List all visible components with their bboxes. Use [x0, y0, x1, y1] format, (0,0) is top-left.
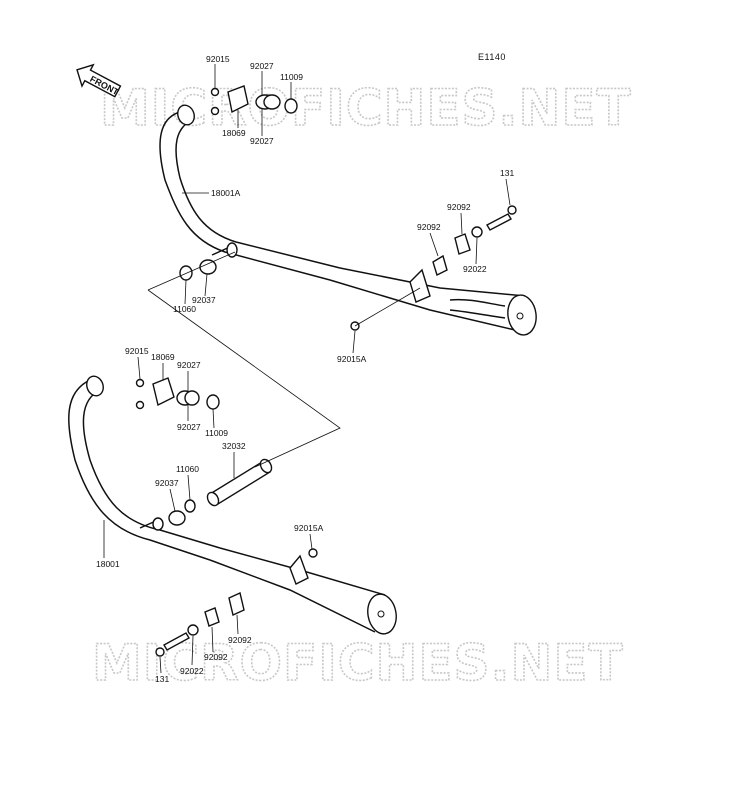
label-131-upper: 131 — [500, 168, 514, 178]
upper-small-parts — [179, 85, 517, 331]
rubber-92092-d — [204, 607, 220, 627]
label-92037-lower: 92037 — [155, 478, 179, 488]
label-18069-upper: 18069 — [222, 128, 246, 138]
bolt-131 — [486, 213, 512, 231]
label-92037-upper: 92037 — [192, 295, 216, 305]
rubber-92092-c — [228, 592, 245, 616]
nut-92015-a — [210, 87, 220, 97]
lower-small-parts — [135, 377, 318, 657]
label-18069-lower: 18069 — [151, 352, 175, 362]
collar-92027-d — [184, 390, 200, 406]
bolt-131-b — [163, 632, 190, 651]
label-11009-upper: 11009 — [280, 72, 303, 82]
label-92092-lower-a: 92092 — [228, 635, 252, 645]
label-92015-upper: 92015 — [206, 54, 230, 64]
label-92092-upper-a: 92092 — [447, 202, 471, 212]
label-92022-lower: 92022 — [180, 666, 204, 676]
flange-18069 — [227, 85, 249, 114]
label-92015-lower: 92015 — [125, 346, 149, 356]
label-92027-upper-a: 92027 — [250, 61, 274, 71]
rubber-92092-a — [432, 254, 448, 276]
rubber-92092-b — [454, 233, 471, 255]
label-92027-lower-a: 92027 — [177, 360, 201, 370]
label-32032: 32032 — [222, 441, 246, 451]
label-131-lower: 131 — [155, 674, 169, 684]
gasket-11009 — [284, 98, 298, 114]
nut-92015A-b — [308, 548, 318, 558]
label-92022-upper: 92022 — [463, 264, 487, 274]
collar-92027-b — [263, 94, 281, 110]
label-18001: 18001 — [96, 559, 120, 569]
clamp-92037-b — [168, 510, 186, 526]
gasket-11009-b — [206, 394, 220, 410]
nut-92015-c — [135, 378, 145, 388]
washer-92022 — [471, 226, 483, 238]
label-18001A: 18001A — [211, 188, 241, 198]
washer-92022-b — [187, 624, 199, 636]
label-92015A-lower: 92015A — [294, 523, 324, 533]
label-92092-lower-b: 92092 — [204, 652, 228, 662]
nut-92015-b — [210, 106, 220, 116]
label-11060-upper: 11060 — [173, 304, 196, 314]
label-92027-lower-b: 92027 — [177, 422, 201, 432]
flange-18069-b — [152, 377, 175, 407]
diagram-code: E1140 — [478, 52, 506, 62]
clamp-92037 — [199, 259, 217, 275]
label-11009-lower: 11009 — [205, 428, 228, 438]
gasket-11060-b — [184, 499, 196, 513]
label-92027-upper-b: 92027 — [250, 136, 274, 146]
label-11060-lower: 11060 — [176, 464, 199, 474]
upper-exhaust-pipe-18001A — [159, 104, 537, 336]
lower-exhaust-pipe-18001 — [68, 375, 397, 635]
label-92015A-upper: 92015A — [337, 354, 367, 364]
label-92092-upper-b: 92092 — [417, 222, 441, 232]
nut-92015-d — [135, 400, 145, 410]
